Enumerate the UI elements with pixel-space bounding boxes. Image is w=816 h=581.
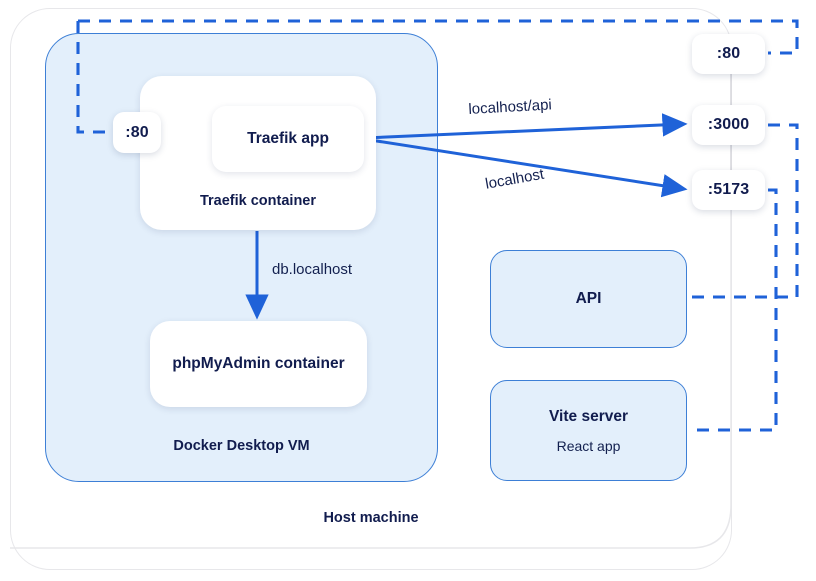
port-chip-80-label: :80 — [716, 45, 741, 62]
port-chip-5173-label: :5173 — [707, 181, 750, 198]
port-chip-3000[interactable]: :3000 — [692, 105, 765, 145]
api-service-box[interactable]: API — [490, 250, 687, 348]
traefik-container-label: Traefik container — [199, 193, 317, 209]
traefik-app-card[interactable] — [212, 106, 364, 172]
port-chip-5173[interactable]: :5173 — [692, 170, 765, 210]
api-service-title: API — [575, 290, 602, 307]
vite-service-box[interactable]: Vite server React app — [490, 380, 687, 481]
vite-service-subtitle: React app — [556, 437, 621, 454]
vite-service-title: Vite server — [549, 407, 628, 425]
phpmyadmin-container-card[interactable] — [150, 321, 367, 407]
phpmyadmin-container-label: phpMyAdmin container — [172, 355, 345, 372]
host-machine-label: Host machine — [323, 510, 419, 526]
traefik-app-label: Traefik app — [247, 130, 329, 147]
port-chip-vm-80[interactable]: :80 — [113, 112, 161, 153]
port-chip-80[interactable]: :80 — [692, 34, 765, 74]
docker-desktop-vm-label: Docker Desktop VM — [173, 438, 310, 454]
edge-label-db-localhost: db.localhost — [272, 261, 353, 278]
port-chip-3000-label: :3000 — [707, 116, 750, 133]
port-chip-vm-80-label: :80 — [125, 123, 149, 141]
